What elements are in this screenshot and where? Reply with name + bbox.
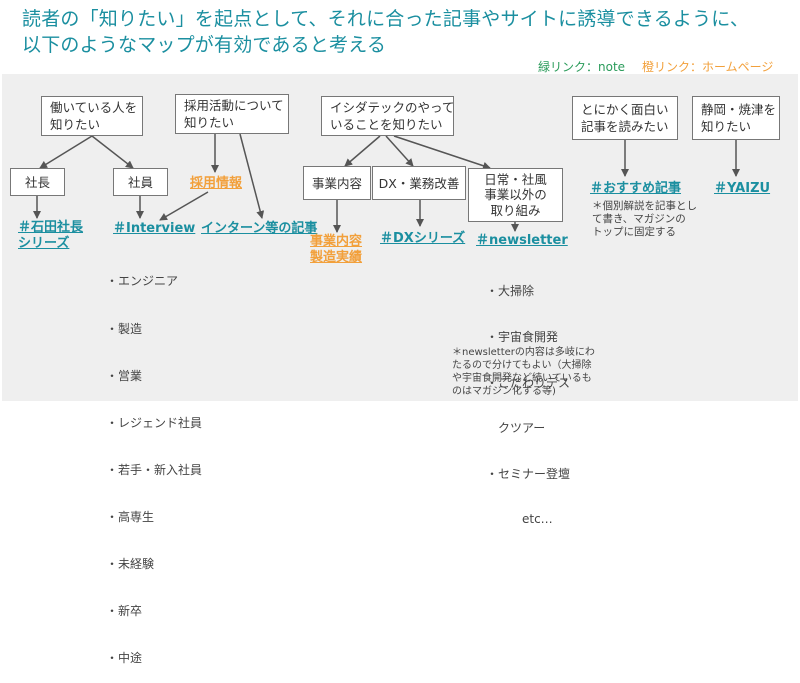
list-item: ・レジェンド社員 xyxy=(106,415,203,430)
link-dx-series[interactable]: ＃DXシリーズ xyxy=(380,231,466,246)
list-item: ・中途 xyxy=(106,651,143,666)
list-item: ・若手・新入社員 xyxy=(106,462,203,477)
list-item: ・宇宙食開発 xyxy=(486,330,559,345)
list-item: etc… xyxy=(486,512,553,527)
link-intern[interactable]: インターン等の記事 xyxy=(201,221,318,236)
arrow-company-daily xyxy=(393,135,491,170)
box-staff: 社員 xyxy=(113,168,168,196)
interview-list: ・エンジニア ・製造 ・営業 ・レジェンド社員 ・若手・新入社員 ・高専生 ・未… xyxy=(106,243,202,683)
list-item: ・製造 xyxy=(106,321,143,336)
link-yaizu[interactable]: ＃YAIZU xyxy=(714,181,771,196)
link-president-series[interactable]: ＃石田社長 シリーズ xyxy=(18,220,84,251)
list-item: ・営業 xyxy=(106,368,143,383)
page-title: 読者の「知りたい」を起点として、それに合った記事やサイトに誘導できるように、 以… xyxy=(22,6,792,58)
connector-lines xyxy=(33,133,740,233)
arrow-workers-staff xyxy=(91,135,134,169)
list-item: ・大掃除 xyxy=(486,284,535,299)
newsletter-list: ・大掃除 ・宇宙食開発 ・こだわりデス クツアー ・セミナー登壇 etc… xyxy=(486,254,570,543)
box-dx: DX・業務改善 xyxy=(372,166,466,200)
box-business: 事業内容 xyxy=(303,166,371,200)
list-item: クツアー xyxy=(486,421,546,436)
arrow-workers-president xyxy=(39,135,93,169)
box-local: 静岡・焼津を 知りたい xyxy=(692,96,780,140)
arrow-company-business xyxy=(344,135,381,167)
list-item: ・こだわりデス xyxy=(486,375,571,390)
title-line-2: 以下のようなマップが有効であると考える xyxy=(22,34,387,56)
list-item: ・高専生 xyxy=(106,509,155,524)
arrow-recruitinfo-interview xyxy=(159,191,209,221)
arrow-company-dx xyxy=(385,135,414,167)
list-item: ・新卒 xyxy=(106,604,143,619)
link-business-results[interactable]: 事業内容 製造実績 xyxy=(310,234,363,265)
list-item: ・未経験 xyxy=(106,557,155,572)
box-recruit: 採用活動について 知りたい xyxy=(175,94,289,134)
title-line-1: 読者の「知りたい」を起点として、それに合った記事やサイトに誘導できるように、 xyxy=(22,8,750,30)
box-workers: 働いている人を 知りたい xyxy=(41,96,143,136)
link-recommended[interactable]: ＃おすすめ記事 xyxy=(590,181,682,196)
box-fun: とにかく面白い 記事を読みたい xyxy=(572,96,678,140)
link-newsletter[interactable]: ＃newsletter xyxy=(476,233,568,248)
link-interview[interactable]: ＃Interview xyxy=(113,221,196,236)
link-recruit-info[interactable]: 採用情報 xyxy=(190,176,243,191)
list-item: ・セミナー登壇 xyxy=(486,466,571,481)
legend-note: 緑リンク：note xyxy=(538,60,626,74)
box-daily: 日常・社風 事業以外の 取り組み xyxy=(468,168,563,222)
legend-homepage: 橙リンク：ホームページ xyxy=(642,60,774,74)
recommended-note: ＊個別解説を記事とし て書き、マガジンの トップに固定する xyxy=(592,200,697,238)
list-item: ・エンジニア xyxy=(106,274,179,289)
arrow-recruit-intern xyxy=(239,133,265,219)
newsletter-note: ＊newsletterの内容は多岐にわ たるので分けてもよい（大掃除 や宇宙食開… xyxy=(452,347,595,397)
box-company: イシダテックのやって いることを知りたい xyxy=(321,96,454,136)
box-president: 社長 xyxy=(10,168,65,196)
